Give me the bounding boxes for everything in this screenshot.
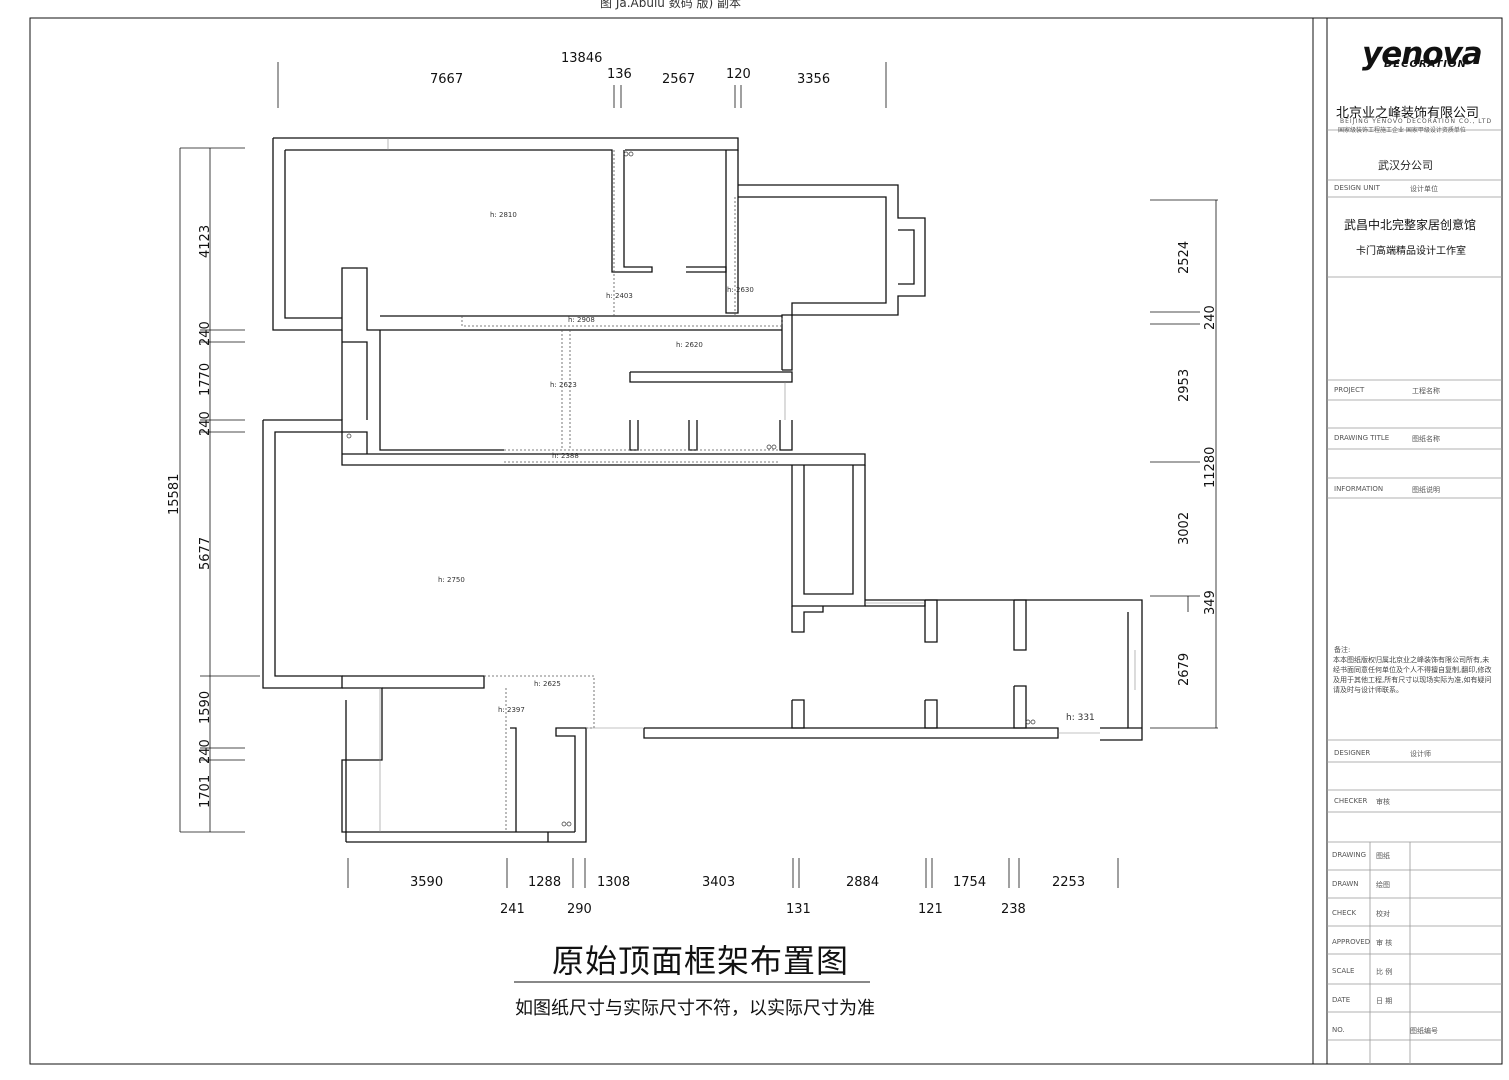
dim-right-2: 240 [1203,305,1218,330]
dim-bottom-5: 2884 [846,875,879,890]
thin-lines [379,138,1136,832]
tb-row-value: 绘图 [1376,881,1390,889]
dim-top-total: 13846 [561,51,602,66]
height-label: h: 2625 [534,680,561,688]
top-dimensions: 13846 7667 136 2567 120 3356 [430,51,830,87]
height-label: h: 2620 [676,341,703,349]
left-dimensions: 15581 4123 240 1770 240 5677 1590 240 17… [167,225,213,808]
client-line-2: 卡门高端精品设计工作室 [1356,246,1466,257]
dim-left-6: 1590 [198,691,213,724]
project-value: 工程名称 [1412,387,1440,395]
note-body: 本本图纸版权归属北京业之峰装饰有限公司所有,未经书面同意任何单位及个人不得擅自复… [1333,656,1492,694]
height-label: h: 2908 [568,316,595,324]
client-line-1: 武昌中北完整家居创意馆 [1344,218,1477,232]
tb-row-label: CHECK [1332,909,1357,917]
dim-top-1: 7667 [430,72,463,87]
dim-left-2: 240 [198,321,213,346]
tb-row-value: 比 例 [1376,968,1393,976]
note-title: 备注: [1334,646,1351,654]
information-value: 图纸说明 [1412,486,1440,494]
dim-right-total: 11280 [1203,447,1218,488]
dim-right-4: 3002 [1177,512,1192,545]
height-label: h: 2810 [490,211,517,219]
tb-row-label: SCALE [1332,967,1355,975]
sheet-border [29,17,1503,1065]
design-unit-value: 设计单位 [1410,185,1438,193]
bottom-dimensions: 3590 1288 1308 3403 2884 1754 2253 241 2… [410,875,1085,917]
dim-top-3: 2567 [662,72,695,87]
dim-bottom-6: 1754 [953,875,986,890]
dim-left-5: 5677 [198,537,213,570]
fixtures [346,151,1036,827]
branch-name: 武汉分公司 [1378,159,1433,172]
dim-bottom-10: 131 [786,902,811,917]
tb-row-value: 校对 [1376,910,1390,918]
height-label: h: 2403 [606,292,633,300]
dim-top-4: 120 [726,67,751,82]
drawing-subtitle: 如图纸尺寸与实际尺寸不符，以实际尺寸为准 [515,998,875,1019]
height-label: h: 2397 [498,706,525,714]
dim-bottom-3: 1308 [597,875,630,890]
dim-right-6: 2679 [1177,653,1192,686]
dim-right-3: 2953 [1177,369,1192,402]
room-height-labels: h: 2810 h: 2403 h: 2630 h: 2908 h: 2620 … [438,211,1095,723]
dim-bottom-7: 2253 [1052,875,1085,890]
walls [262,137,1143,843]
dim-bottom-4: 3403 [702,875,735,890]
ceiling-frame-lines [461,150,783,832]
company-logo: yenova [1362,36,1483,72]
dim-top-5: 3356 [797,72,830,87]
dim-right-1: 2524 [1177,241,1192,274]
dim-right-5: 349 [1203,590,1218,615]
tb-row-label: DRAWN [1332,880,1359,888]
dimension-lines [179,62,1218,888]
dim-bottom-2: 1288 [528,875,561,890]
tb-row-value: 审 核 [1376,939,1393,947]
designer-label: DESIGNER [1334,749,1371,757]
dim-left-8: 1701 [198,775,213,808]
tb-row-value: 图纸 [1376,852,1390,860]
dim-left-7: 240 [198,739,213,764]
tb-row-value: 图纸编号 [1410,1027,1438,1035]
dim-left-4: 240 [198,411,213,436]
company-logo-sub: DECORATION [1384,59,1467,70]
tb-row-label: NO. [1332,1026,1345,1034]
dim-bottom-9: 290 [567,902,592,917]
designer-value: 设计师 [1410,750,1431,758]
drawing-title-label: DRAWING TITLE [1334,434,1390,442]
height-label: h: 2630 [727,286,754,294]
drawing-title: 原始顶面框架布置图 [552,942,850,980]
sheet-caption: 图 Ja.Abuiu 数码 版) 副本 [600,0,742,10]
dim-top-2: 136 [607,67,632,82]
design-unit-label: DESIGN UNIT [1334,184,1380,192]
height-label: h: 2388 [552,452,579,460]
tb-row-label: DATE [1332,996,1351,1004]
dim-bottom-8: 241 [500,902,525,917]
dim-bottom-12: 238 [1001,902,1026,917]
company-name-cn: 北京业之峰装饰有限公司 [1336,106,1480,121]
company-tagline: 国家级装饰工程施工企业 国家甲级设计资质单位 [1338,127,1466,134]
dim-left-3: 1770 [198,363,213,396]
height-label: h: 331 [1066,713,1095,723]
tb-row-label: APPROVED [1332,938,1371,946]
project-label: PROJECT [1334,386,1365,394]
dim-left-1: 4123 [198,225,213,258]
checker-label: CHECKER [1334,797,1368,805]
height-label: h: 2750 [438,576,465,584]
title-block-grid [1327,129,1502,1064]
information-label: INFORMATION [1334,485,1384,493]
tb-row-value: 日 期 [1376,997,1393,1005]
right-dimensions: 2524 240 2953 11280 3002 349 2679 [1177,241,1218,686]
drawing-title-value: 图纸名称 [1412,435,1440,443]
company-name-en: BEIJING YENOVO DECORATION CO., LTD [1340,118,1493,125]
height-label: h: 2623 [550,381,577,389]
dim-left-total: 15581 [167,474,182,515]
tb-row-label: DRAWING [1332,851,1367,859]
dim-bottom-11: 121 [918,902,943,917]
dim-bottom-1: 3590 [410,875,443,890]
checker-value: 审核 [1376,798,1390,806]
